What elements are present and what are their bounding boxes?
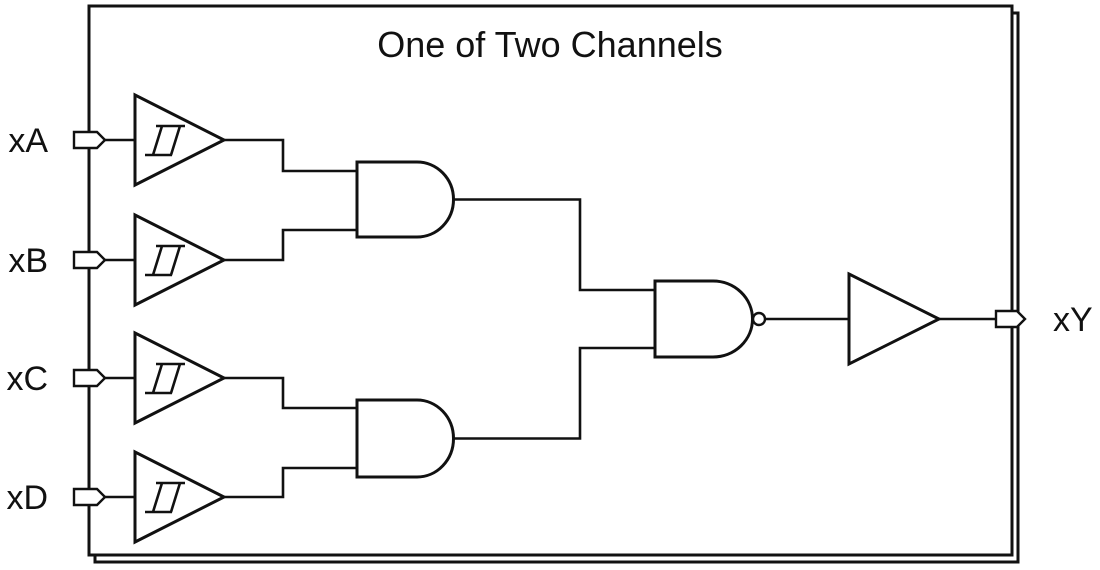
input-pin-xb — [72, 250, 107, 270]
channel-1-outline — [87, 4, 1014, 557]
wire-xb-to-and-top — [224, 228, 357, 262]
output-buffer — [847, 271, 943, 367]
wire-and-bottom-to-nand — [453, 346, 655, 440]
input-pin-xd — [72, 487, 107, 507]
inversion-bubble-icon — [751, 311, 767, 327]
wire-xa-to-and-top — [224, 138, 357, 173]
schmitt-buffer-c — [133, 330, 228, 426]
and-gate-bottom — [355, 398, 455, 479]
hysteresis-icon — [145, 362, 185, 395]
diagram-title: One of Two Channels — [377, 24, 723, 65]
schmitt-buffer-a — [133, 92, 228, 188]
input-label-xa: xA — [8, 122, 48, 160]
input-pin-xa — [72, 130, 107, 150]
wire-and-top-to-nand — [453, 198, 655, 292]
input-pin-xc — [72, 368, 107, 388]
input-label-xc: xC — [6, 360, 48, 398]
input-label-xb: xB — [8, 242, 48, 280]
hysteresis-icon — [145, 124, 185, 157]
hysteresis-icon — [145, 481, 185, 514]
wire-xc-to-and-bottom — [224, 376, 357, 410]
output-label-xy: xY — [1053, 301, 1093, 339]
schmitt-buffer-d — [133, 449, 228, 545]
output-pin-xy — [994, 309, 1027, 329]
and-gate-top — [355, 160, 455, 239]
wire-xd-to-and-bottom — [224, 466, 357, 499]
nand-gate — [653, 279, 754, 359]
input-label-xd: xD — [6, 479, 48, 517]
schmitt-buffer-b — [133, 212, 228, 308]
hysteresis-icon — [145, 244, 185, 277]
